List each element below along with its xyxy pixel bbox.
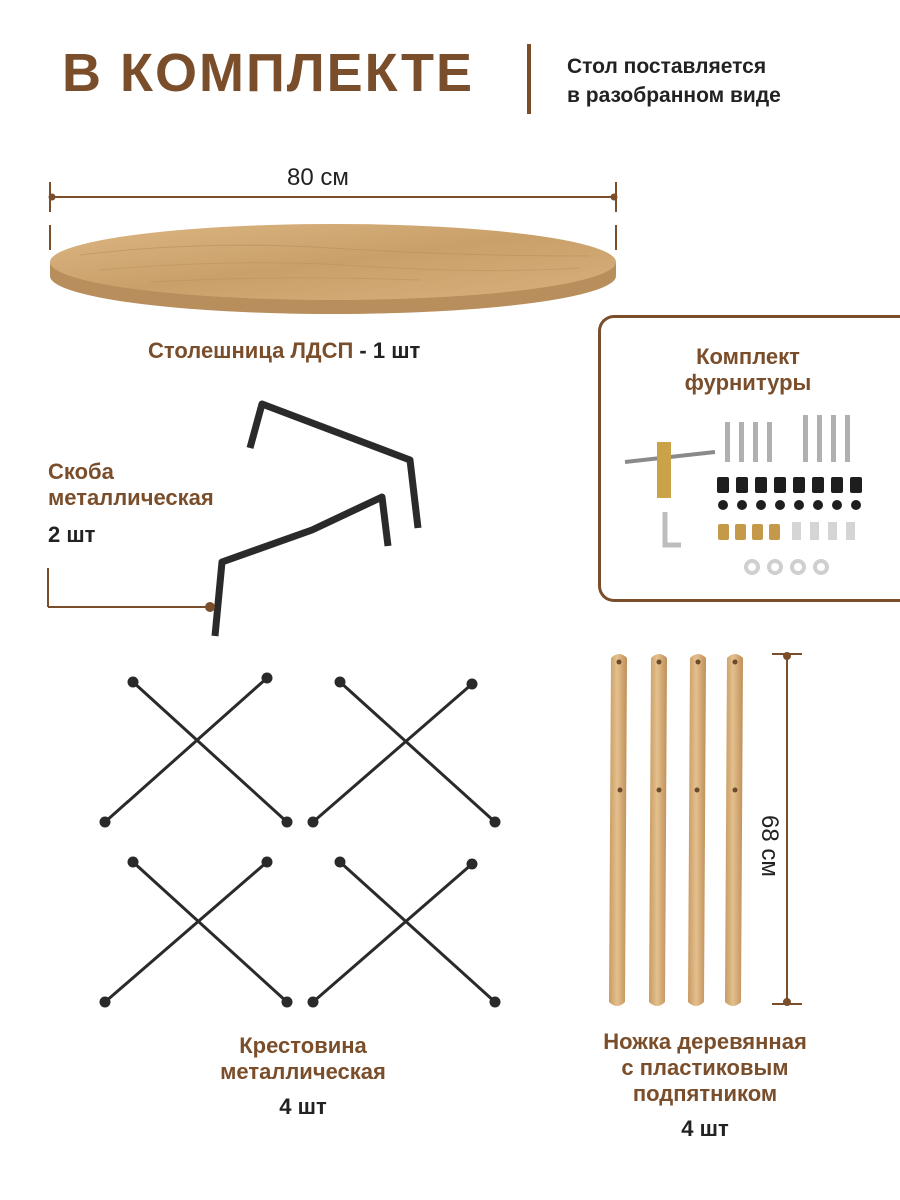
- leg-label-line-1: Ножка деревянная: [603, 1029, 807, 1054]
- bracket-leader-line: [47, 568, 215, 612]
- crosspiece-image: [99, 672, 501, 1008]
- subtitle: Стол поставляется в разобранном виде: [567, 52, 781, 110]
- tabletop-label: Столешница ЛДСП - 1 шт: [148, 338, 420, 364]
- hardware-title-line-1: Комплект: [696, 344, 800, 369]
- crosspiece-label-line-1: Крестовина: [239, 1033, 367, 1058]
- crosspiece-qty: 4 шт: [279, 1094, 327, 1119]
- crosspiece-label-line-2: металлическая: [220, 1059, 386, 1084]
- leg-qty: 4 шт: [681, 1116, 729, 1141]
- page-title: В КОМПЛЕКТЕ: [62, 43, 474, 103]
- leg-image: [609, 654, 743, 1006]
- width-dimension-line: [48, 182, 618, 250]
- hardware-title-line-2: фурнитуры: [684, 370, 812, 395]
- bracket-label-line-1: Скоба: [48, 459, 114, 484]
- height-dimension-line: [772, 652, 802, 1006]
- leg-label-line-3: подпятником: [632, 1081, 778, 1106]
- bracket-image: [211, 400, 422, 637]
- tabletop-image: [50, 224, 616, 314]
- tabletop-name: Столешница ЛДСП: [148, 338, 354, 363]
- hardware-frame: [598, 315, 900, 602]
- bracket-qty: 2 шт: [48, 522, 96, 547]
- tabletop-width: 80 см: [287, 164, 349, 191]
- tabletop-qty: - 1 шт: [359, 338, 421, 363]
- leg-label-line-2: с пластиковым: [621, 1055, 789, 1080]
- subtitle-line-2: в разобранном виде: [567, 84, 781, 107]
- subtitle-line-1: Стол поставляется: [567, 55, 767, 78]
- leg-height: 68 см: [756, 815, 783, 877]
- hardware-image: [624, 415, 862, 575]
- hardware-title: Комплект фурнитуры: [598, 344, 898, 396]
- bracket-label-line-2: металлическая: [48, 485, 214, 510]
- title-divider: [527, 44, 531, 114]
